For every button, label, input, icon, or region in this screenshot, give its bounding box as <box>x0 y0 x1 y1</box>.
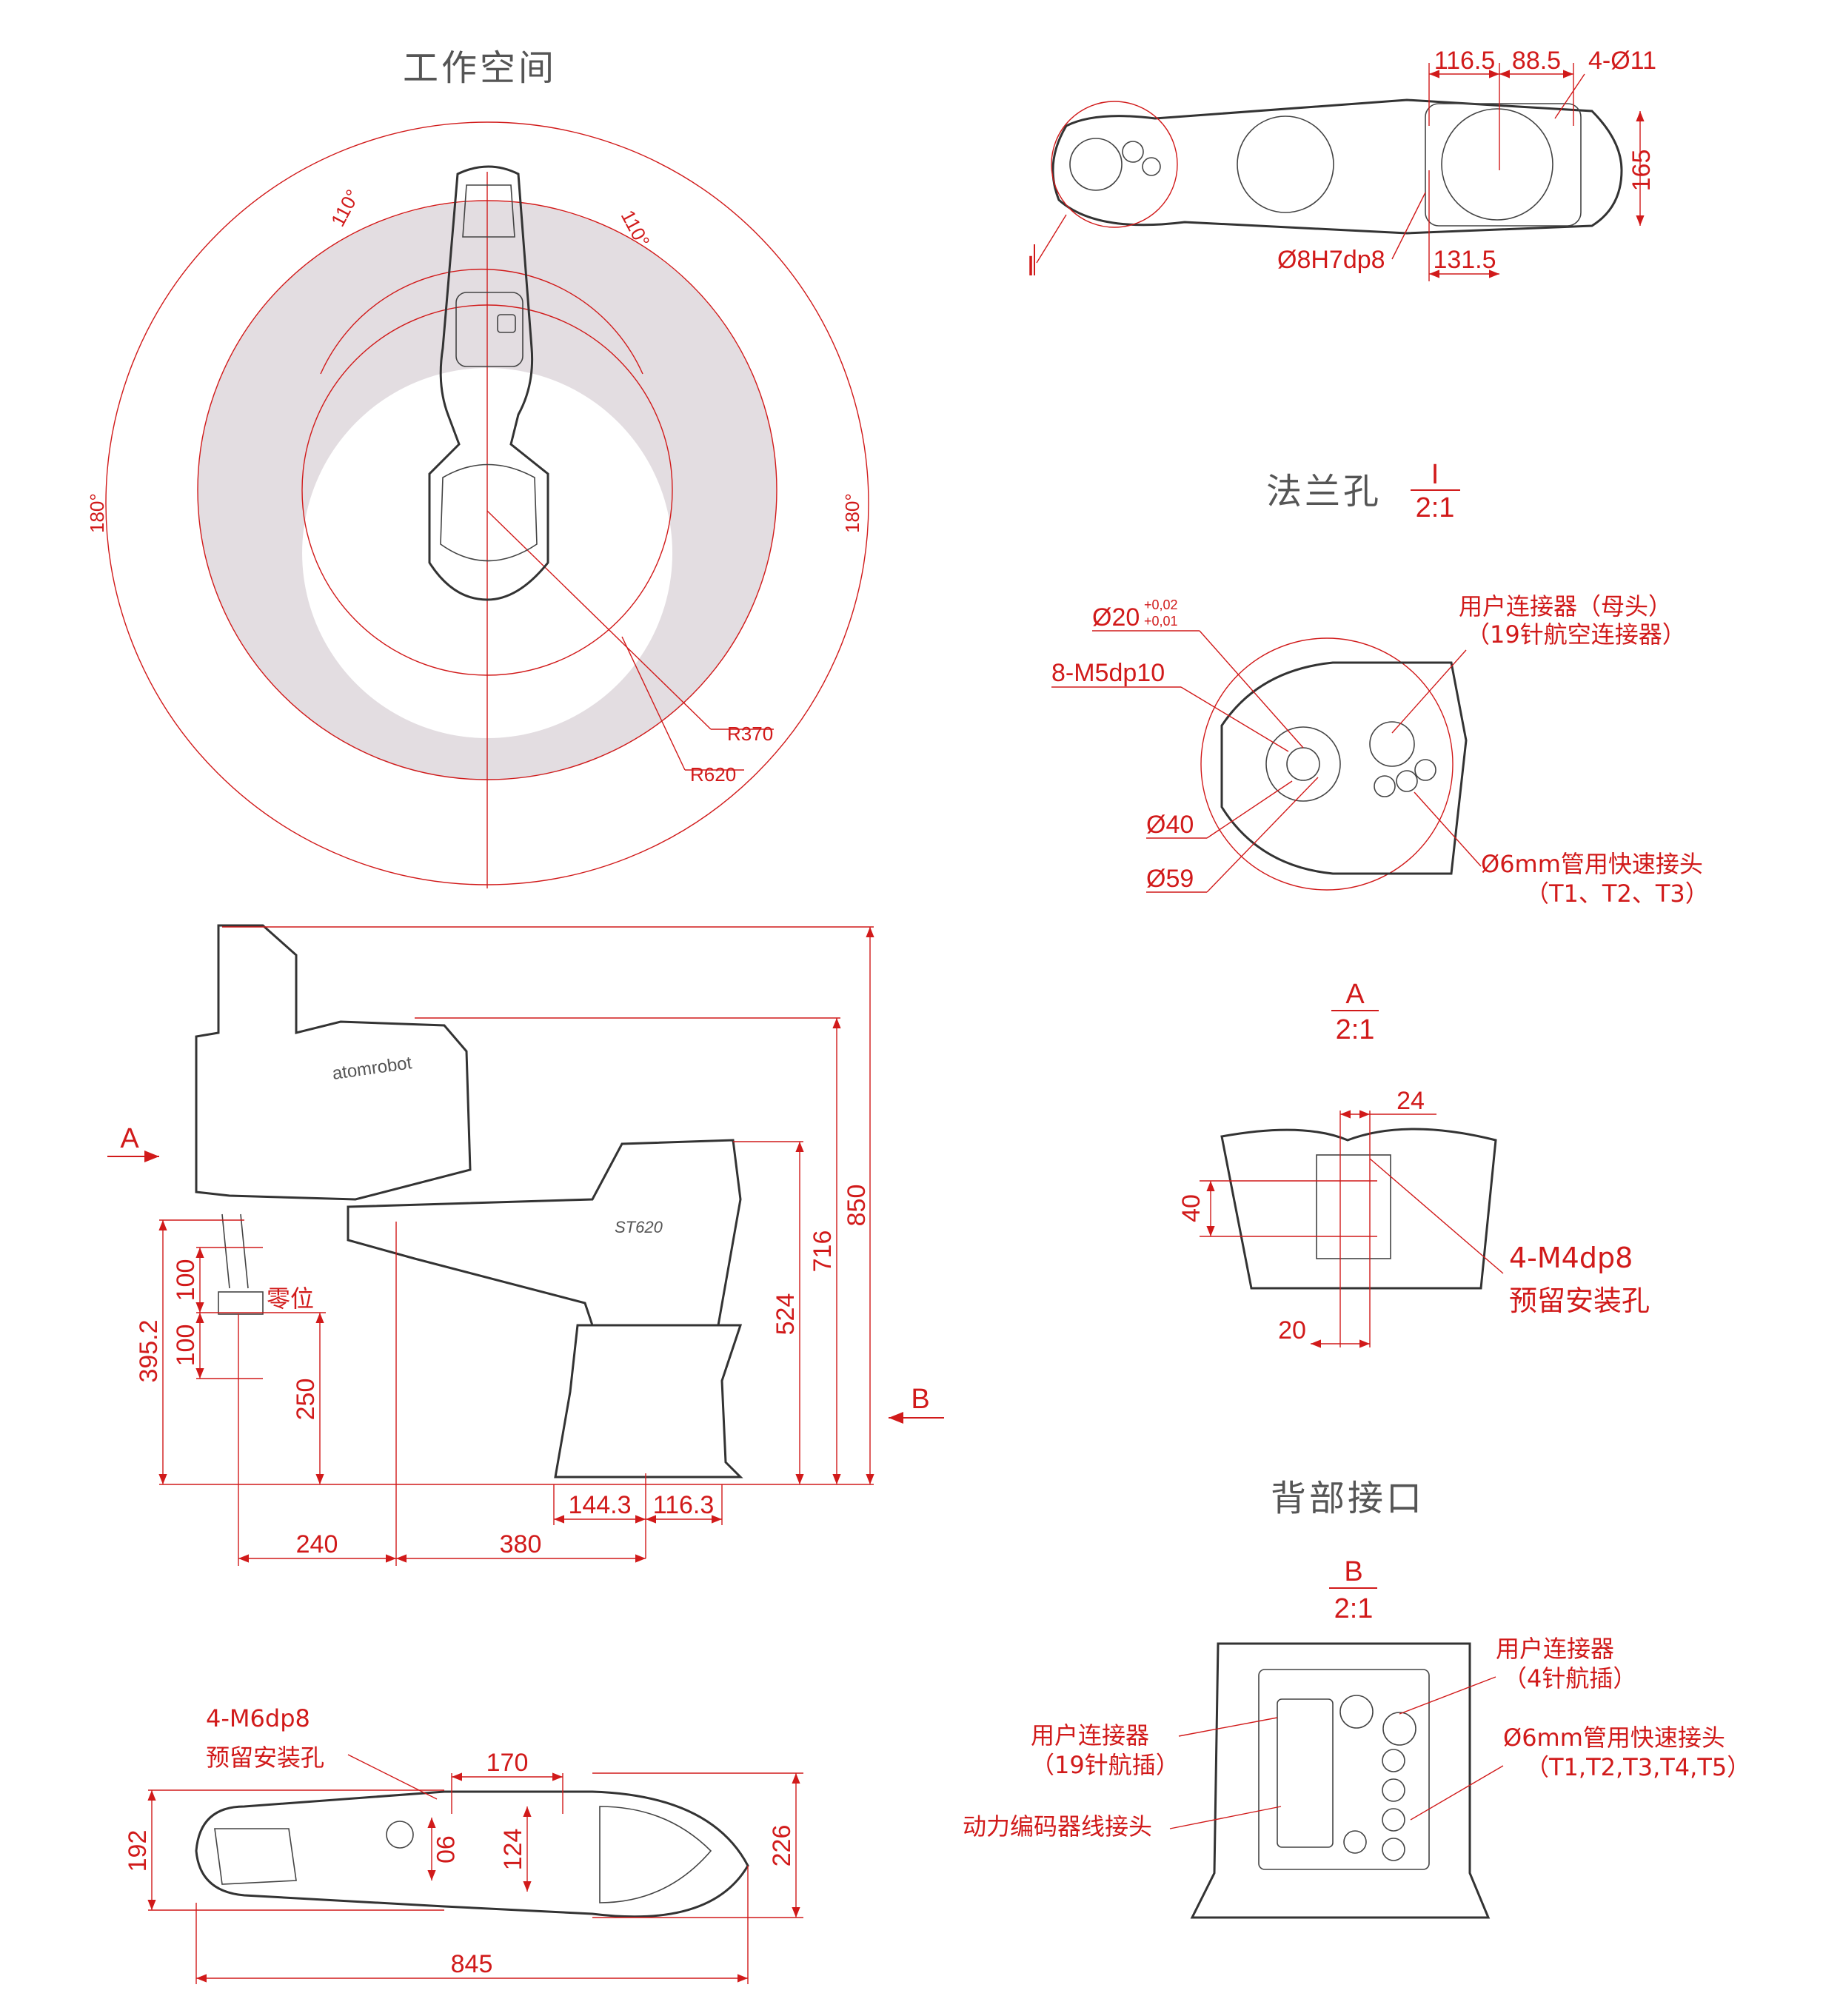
dim-250: 250 <box>292 1379 320 1421</box>
dim-845: 845 <box>451 1950 493 1978</box>
dim-395-2: 395.2 <box>135 1319 163 1382</box>
dim-226: 226 <box>768 1825 796 1867</box>
dim-240: 240 <box>296 1530 338 1558</box>
flange-detail: 法兰孔 I 2:1 Ø20 +0,02 +0,01 8-M5dp10 Ø40 Ø… <box>1051 459 1709 908</box>
flange-detail-circle <box>1200 637 1454 891</box>
arm-model: ST620 <box>615 1218 663 1236</box>
dim-a-20: 20 <box>1278 1316 1306 1344</box>
dim-850: 850 <box>843 1185 871 1227</box>
dim-100-down: 100 <box>172 1325 200 1367</box>
dim-716: 716 <box>809 1230 837 1273</box>
view-a-scale: 2:1 <box>1336 1014 1375 1045</box>
user19-line2: （19针航插） <box>1031 1751 1180 1779</box>
bottom-holes-line2: 预留安装孔 <box>206 1744 324 1772</box>
dim-90: 90 <box>431 1835 459 1863</box>
user4-line2: （4针航插） <box>1503 1664 1636 1692</box>
rear-title: 背部接口 <box>1271 1478 1425 1519</box>
dim-380: 380 <box>500 1530 542 1558</box>
dim-170: 170 <box>486 1749 529 1777</box>
view-b: 背部接口 B 2:1 用户连接器 （4针航插） 用户连接器 （19针航插） Ø6… <box>963 1478 1750 1919</box>
bottom-view: 192 226 170 124 90 845 4-M6dp8 预留安装孔 <box>124 1704 803 1984</box>
view-a-holes-line2: 预留安装孔 <box>1509 1285 1650 1317</box>
bore-tol-upper: +0,02 <box>1144 597 1178 612</box>
detail-ref-label: I <box>1027 251 1035 282</box>
rear-fitting-line1: Ø6mm管用快速接头 <box>1503 1724 1725 1752</box>
dim-524: 524 <box>772 1293 800 1336</box>
dim-holes: 4-Ø11 <box>1588 47 1656 75</box>
dim-116-3: 116.3 <box>653 1491 715 1519</box>
angle-left-inner: 110° <box>327 186 364 230</box>
arm-brand: atomrobot <box>331 1053 413 1084</box>
view-b-arrow-label: B <box>911 1384 929 1415</box>
bore-dia: Ø20 <box>1092 603 1140 632</box>
user-connector-line2: （19针航空连接器） <box>1466 620 1686 649</box>
dim-124: 124 <box>499 1829 527 1871</box>
dim-131-5: 131.5 <box>1433 246 1496 274</box>
flange-ref: I <box>1431 459 1439 490</box>
bottom-holes-line1: 4-M6dp8 <box>206 1704 310 1732</box>
view-a-holes-line1: 4-M4dp8 <box>1509 1242 1633 1274</box>
pcd-dia: Ø40 <box>1146 811 1194 839</box>
view-b-label: B <box>1344 1556 1362 1587</box>
view-b-scale: 2:1 <box>1334 1593 1374 1624</box>
dim-a-40: 40 <box>1177 1194 1205 1222</box>
dim-100-up: 100 <box>172 1259 200 1302</box>
zero-label: 零位 <box>267 1285 314 1313</box>
joint-circle <box>1237 115 1334 213</box>
radius-outer-label: R620 <box>690 763 736 786</box>
angle-arc <box>320 269 643 375</box>
rear-fitting-line2: （T1,T2,T3,T4,T5） <box>1525 1753 1750 1781</box>
view-a-label: A <box>1345 979 1365 1010</box>
reach-ring <box>198 201 777 780</box>
robot-top-outline <box>428 165 549 601</box>
bore-tol-lower: +0,01 <box>1144 614 1178 629</box>
dim-pin: Ø8H7dp8 <box>1277 246 1385 274</box>
dim-116-5: 116.5 <box>1434 47 1496 75</box>
user19-line1: 用户连接器 <box>1031 1721 1149 1749</box>
user-connector-line1: 用户连接器（母头） <box>1459 592 1672 620</box>
outer-dia: Ø59 <box>1146 865 1194 893</box>
radius-line-370 <box>486 510 712 730</box>
workspace-title: 工作空间 <box>403 47 557 89</box>
dim-192: 192 <box>124 1830 152 1872</box>
dim-144-3: 144.3 <box>568 1491 631 1519</box>
top-view: I 116.5 88.5 4-Ø11 165 131.5 Ø8H7dp8 <box>1027 47 1656 282</box>
workspace-view: 工作空间 110° 110° 180° 180° R370 R620 <box>86 47 869 888</box>
radius-inner-label: R370 <box>727 723 773 745</box>
dim-88-5: 88.5 <box>1512 47 1561 75</box>
angle-left-outer: 180° <box>86 493 108 533</box>
view-a-arrow-label: A <box>120 1123 139 1154</box>
thread-callout: 8-M5dp10 <box>1051 659 1165 687</box>
angle-right-outer: 180° <box>841 493 863 533</box>
view-a: A 2:1 24 40 20 4-M4dp8 预留安装孔 <box>1177 979 1650 1348</box>
flange-title: 法兰孔 <box>1266 471 1382 512</box>
flange-circle <box>1069 138 1123 191</box>
fitting-line1: Ø6mm管用快速接头 <box>1481 850 1703 878</box>
fitting-line2: （T1、T2、T3） <box>1525 880 1709 908</box>
radius-line-620 <box>621 636 686 771</box>
dim-a-24: 24 <box>1396 1087 1425 1115</box>
flange-scale: 2:1 <box>1416 492 1455 523</box>
detail-i-circle <box>1051 101 1178 228</box>
power-connector: 动力编码器线接头 <box>963 1812 1152 1841</box>
side-view: atomrobot ST620 850 716 524 395.2 100 10… <box>107 924 944 1566</box>
user4-line1: 用户连接器 <box>1496 1635 1614 1663</box>
dim-165: 165 <box>1628 150 1656 192</box>
